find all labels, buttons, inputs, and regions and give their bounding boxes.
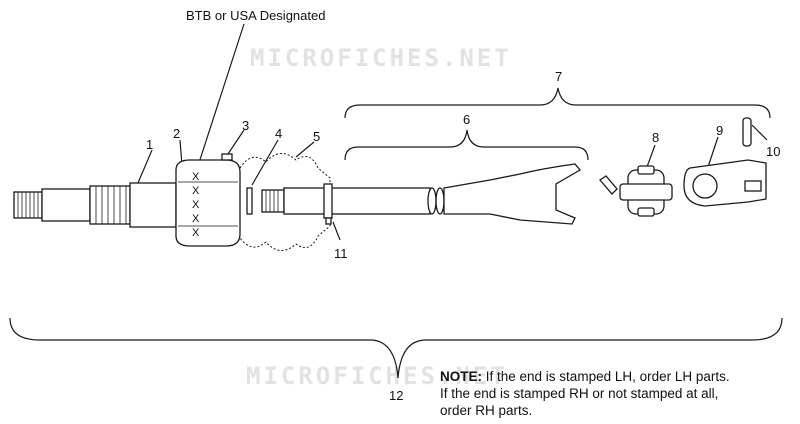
callout-3: 3 (242, 118, 250, 133)
stub-shaft (13, 182, 177, 228)
clamp (221, 153, 233, 161)
stamp-mark: X (192, 213, 200, 225)
parts-note: NOTE: If the end is stamped LH, order LH… (440, 368, 740, 419)
drive-shaft (261, 183, 445, 225)
leader-lines (134, 23, 768, 241)
grease-fitting (599, 175, 618, 195)
cross-bearing (619, 165, 673, 217)
stamp-mark: X (192, 171, 200, 183)
stamp-mark: X (192, 227, 200, 239)
cv-housing (175, 159, 241, 247)
stamp-mark: X (192, 199, 200, 211)
designation-label: BTB or USA Designated (186, 8, 326, 23)
callout-7: 7 (555, 69, 563, 84)
callout-5: 5 (313, 129, 321, 144)
watermark-top: MICROFICHES.NET (250, 44, 512, 72)
stamp-mark: X (192, 185, 200, 197)
yoke (443, 163, 581, 225)
note-text: If the end is stamped LH, order LH parts… (440, 369, 730, 418)
callout-6: 6 (463, 112, 471, 127)
snap-ring (246, 187, 253, 215)
bracket-7 (344, 87, 771, 119)
note-label: NOTE: (440, 369, 482, 384)
callout-1: 1 (146, 137, 154, 152)
callout-12: 12 (389, 388, 404, 403)
callout-2: 2 (173, 126, 181, 141)
callout-11: 11 (334, 246, 348, 261)
callout-9: 9 (716, 123, 724, 138)
end-flange (683, 159, 767, 207)
bracket-12 (9, 317, 783, 379)
callout-10: 10 (766, 144, 781, 159)
bracket-6 (344, 129, 589, 161)
pin (742, 117, 752, 147)
callout-4: 4 (275, 126, 283, 141)
callout-8: 8 (652, 130, 660, 145)
watermark-bottom: MICROFICHES.NET (246, 362, 508, 390)
